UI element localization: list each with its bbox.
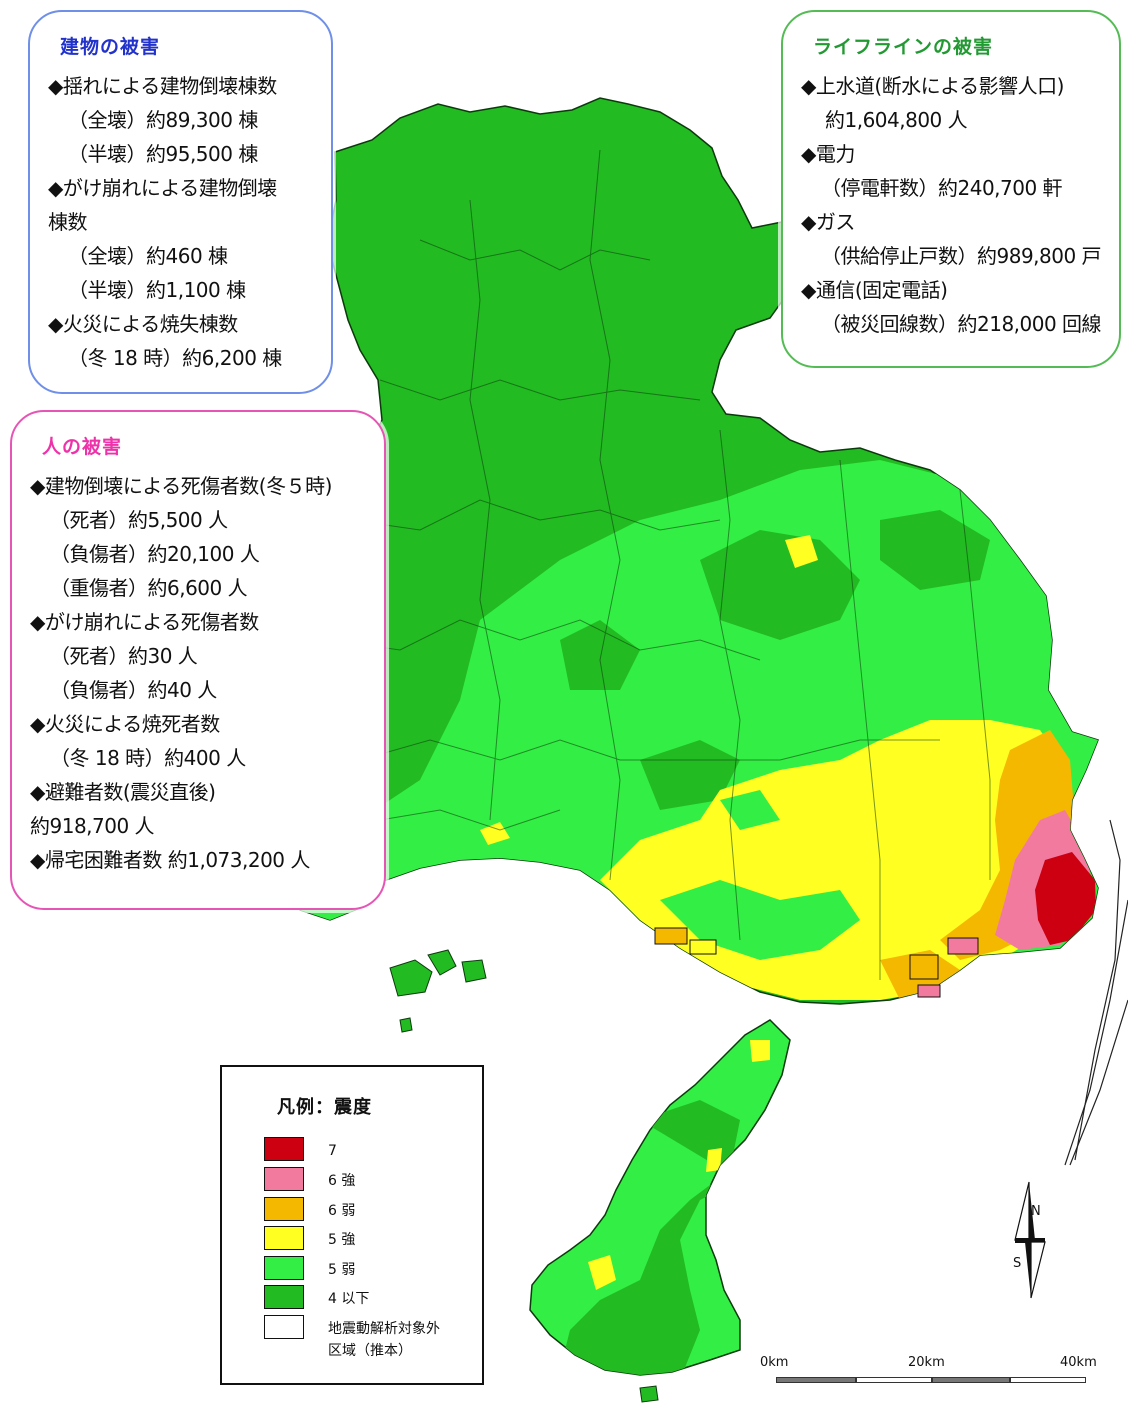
buildings-line: ◆がけ崩れによる建物倒壊 (48, 176, 277, 200)
north-arrow: N S (1005, 1180, 1055, 1300)
buildings-line: （全壊）約460 棟 (68, 244, 228, 268)
buildings-line: （半壊）約1,100 棟 (68, 278, 246, 302)
legend-box: 凡例：震度 7 6 強 6 弱 5 強 5 弱 4 以下 地震動解析対象外 区域… (220, 1065, 484, 1385)
lifelines-line: ◆通信(固定電話) (801, 278, 948, 302)
people-box-title: 人の被害 (42, 436, 123, 458)
buildings-line: 棟数 (48, 210, 88, 234)
south-label: S (1013, 1256, 1022, 1271)
people-line: （負傷者）約40 人 (50, 678, 217, 702)
people-line: （重傷者）約6,600 人 (50, 576, 248, 600)
legend-label: 地震動解析対象外 (328, 1321, 440, 1337)
zone-5-lower-inner (660, 790, 860, 960)
buildings-line: ◆火災による焼失棟数 (48, 312, 238, 336)
lifelines-line: （被災回線数）約218,000 回線 (821, 312, 1102, 336)
people-line: （冬 18 時）約400 人 (50, 746, 246, 770)
buildings-line: （半壊）約95,500 棟 (68, 142, 258, 166)
legend-swatch (264, 1226, 304, 1250)
people-line: ◆避難者数(震災直後) (30, 780, 216, 804)
boundary-lines (1064, 819, 1128, 1166)
zone-5-upper (480, 535, 1060, 1000)
lifelines-line: 約1,604,800 人 (825, 108, 968, 132)
north-label: N (1031, 1204, 1041, 1219)
lifelines-line: ◆電力 (801, 142, 855, 166)
scale-label-0: 0km (760, 1355, 789, 1370)
people-line: ◆建物倒壊による死傷者数(冬５時) (30, 474, 332, 498)
zone-7 (1035, 852, 1096, 945)
awaji-zone-4 (560, 1100, 740, 1375)
lifelines-damage-box: ライフラインの被害 ◆上水道(断水による影響人口) 約1,604,800 人 ◆… (781, 10, 1121, 368)
port-islands (654, 927, 979, 998)
scale-segment (1010, 1377, 1086, 1383)
scale-segment (776, 1377, 856, 1383)
legend-label: 5 強 (328, 1232, 356, 1248)
legend-title: 凡例：震度 (277, 1097, 372, 1118)
legend-swatch (264, 1167, 304, 1191)
legend-label: 5 弱 (328, 1262, 356, 1278)
legend-label-line2: 区域（推本） (328, 1343, 412, 1359)
people-line: ◆がけ崩れによる死傷者数 (30, 610, 259, 634)
legend-swatch (264, 1315, 304, 1339)
lifelines-line: （供給停止戸数）約989,800 戸 (821, 244, 1102, 268)
people-line: 約918,700 人 (30, 814, 155, 838)
people-line: ◆火災による焼死者数 (30, 712, 220, 736)
legend-swatch (264, 1197, 304, 1221)
legend-swatch (264, 1256, 304, 1280)
zone-4-patches (560, 510, 990, 810)
small-islands (389, 949, 659, 1403)
lifelines-line: （停電軒数）約240,700 軒 (821, 176, 1063, 200)
legend-label: 4 以下 (328, 1291, 370, 1307)
scale-label-40: 40km (1060, 1355, 1097, 1370)
legend-label: 7 (328, 1143, 337, 1159)
legend-swatch (264, 1285, 304, 1309)
people-line: （死者）約30 人 (50, 644, 198, 668)
scale-label-20: 20km (908, 1355, 945, 1370)
people-line: （死者）約5,500 人 (50, 508, 228, 532)
buildings-box-title: 建物の被害 (60, 36, 161, 58)
scale-segment (856, 1377, 932, 1383)
scale-bar: 0km 20km 40km (760, 1355, 1097, 1395)
people-line: （負傷者）約20,100 人 (50, 542, 260, 566)
lifelines-box-title: ライフラインの被害 (813, 36, 994, 58)
buildings-line: （全壊）約89,300 棟 (68, 108, 258, 132)
legend-label: 6 弱 (328, 1203, 356, 1219)
people-line: ◆帰宅困難者数 約1,073,200 人 (30, 848, 310, 872)
scale-segment (932, 1377, 1010, 1383)
awaji-zone-5-upper (588, 1040, 770, 1290)
buildings-line: （冬 18 時）約6,200 棟 (68, 346, 282, 370)
legend-label: 6 強 (328, 1173, 356, 1189)
buildings-damage-box: 建物の被害 ◆揺れによる建物倒壊棟数 （全壊）約89,300 棟 （半壊）約95… (28, 10, 333, 394)
north-arrow-icon (1014, 1181, 1046, 1299)
lifelines-line: ◆上水道(断水による影響人口) (801, 74, 1064, 98)
legend-swatch (264, 1137, 304, 1161)
people-damage-box: 人の被害 ◆建物倒壊による死傷者数(冬５時) （死者）約5,500 人 （負傷者… (10, 410, 386, 910)
buildings-line: ◆揺れによる建物倒壊棟数 (48, 74, 277, 98)
municipal-boundaries (290, 149, 991, 980)
lifelines-line: ◆ガス (801, 210, 855, 234)
